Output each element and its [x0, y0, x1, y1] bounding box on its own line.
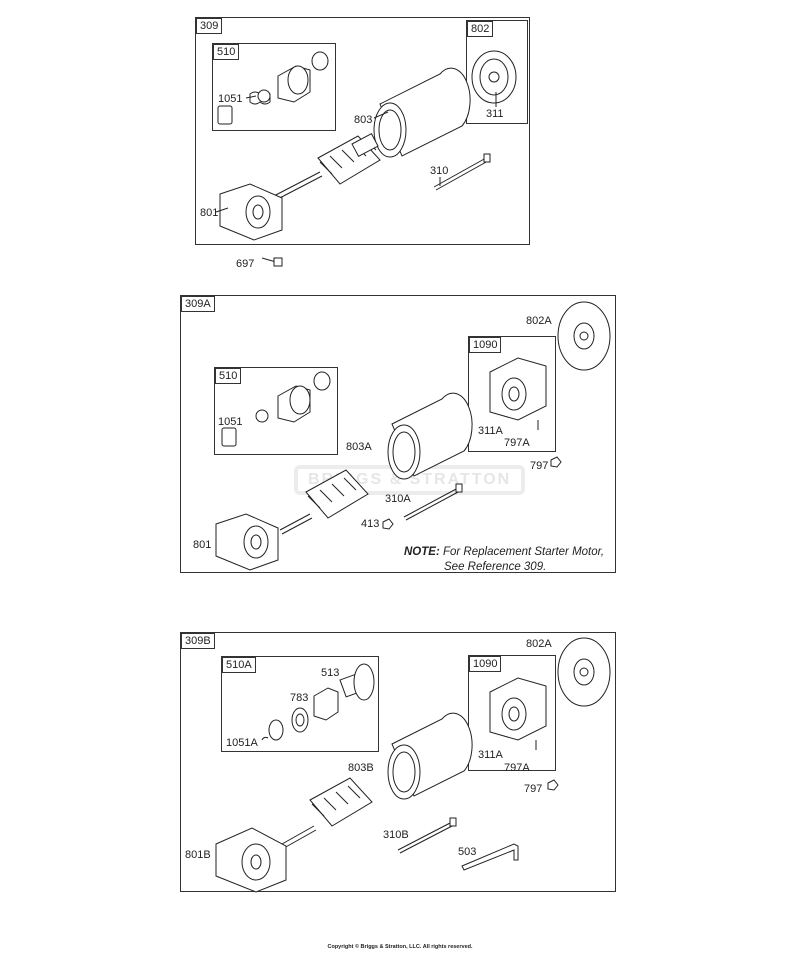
kit-510-box-a	[214, 367, 338, 455]
armature-icon	[279, 469, 369, 535]
label-413: 413	[361, 518, 380, 530]
label-803b: 803B	[348, 762, 374, 774]
note-line-1: For Replacement Starter Motor,	[439, 546, 605, 558]
label-797: 797	[524, 783, 543, 795]
end-plate-icon	[557, 301, 611, 371]
starter-housing-icon	[373, 67, 471, 158]
label-311a: 311A	[478, 749, 503, 761]
through-bolt-icon	[403, 483, 463, 521]
kit-510a-box	[221, 656, 379, 752]
mounting-bracket-icon	[219, 183, 283, 241]
label-801: 801	[193, 539, 212, 551]
section-309a-drawing	[215, 301, 611, 571]
tool-503-icon	[461, 843, 519, 871]
mounting-bracket-icon	[215, 827, 287, 893]
label-802a: 802A	[526, 638, 552, 650]
label-1051: 1051	[218, 93, 243, 105]
drive-gear-icon	[221, 371, 331, 447]
nut-797-icon	[547, 779, 559, 791]
armature-icon	[269, 132, 381, 203]
label-310: 310	[430, 165, 449, 177]
mounting-bracket-icon	[215, 513, 279, 571]
brush-1090-box-a	[468, 336, 556, 452]
label-311: 311	[486, 108, 504, 120]
label-783: 783	[290, 692, 309, 704]
kit-510-box	[212, 43, 336, 131]
label-797a: 797A	[504, 762, 530, 774]
label-803: 803	[354, 114, 373, 126]
section-309-drawing	[215, 50, 517, 267]
label-1051: 1051	[218, 416, 243, 428]
cap-802-ref: 802	[467, 21, 494, 37]
label-311a: 311A	[478, 425, 503, 437]
label-697: 697	[236, 258, 255, 270]
label-803a: 803A	[346, 441, 372, 453]
label-797: 797	[530, 460, 549, 472]
label-802a: 802A	[526, 315, 552, 327]
label-513: 513	[321, 667, 340, 679]
brush-1090-box-b	[468, 655, 556, 771]
through-bolt-icon	[397, 817, 457, 854]
section-309-ref: 309	[196, 18, 223, 34]
note-line-2: See Reference 309.	[444, 561, 547, 573]
starter-housing-icon	[387, 712, 473, 800]
label-310a: 310A	[385, 493, 411, 505]
label-797a: 797A	[504, 437, 530, 449]
note-prefix: NOTE:	[404, 546, 440, 558]
kit-510-ref: 510	[213, 44, 240, 60]
screw-icon	[261, 257, 283, 267]
nut-797-icon	[550, 456, 562, 468]
cap-802-box	[466, 20, 528, 124]
starter-housing-icon	[387, 392, 473, 480]
label-310b: 310B	[383, 829, 409, 841]
nut-icon	[382, 518, 394, 530]
kit-510a-ref: 510A	[222, 657, 256, 673]
drive-gear-icon	[217, 51, 329, 125]
label-1051a: 1051A	[226, 737, 258, 749]
through-bolt-icon	[433, 153, 491, 191]
brush-plate-icon	[489, 357, 547, 430]
label-801: 801	[200, 207, 219, 219]
label-503: 503	[458, 846, 477, 858]
brush-1090-ref-a: 1090	[469, 337, 502, 353]
end-plate-icon	[557, 637, 611, 707]
brush-plate-icon	[489, 677, 547, 750]
copyright-text: Copyright © Briggs & Stratton, LLC. All …	[327, 944, 473, 950]
section-309b-ref: 309B	[181, 633, 215, 649]
replacement-note: NOTE: For Replacement Starter Motor, See…	[404, 545, 604, 575]
armature-icon	[281, 777, 373, 849]
section-309a-ref: 309A	[181, 296, 215, 312]
kit-510-ref-a: 510	[215, 368, 242, 384]
drive-gear-icon	[261, 663, 375, 741]
end-cap-icon	[471, 50, 517, 106]
brush-1090-ref-b: 1090	[469, 656, 502, 672]
label-801b: 801B	[185, 849, 211, 861]
